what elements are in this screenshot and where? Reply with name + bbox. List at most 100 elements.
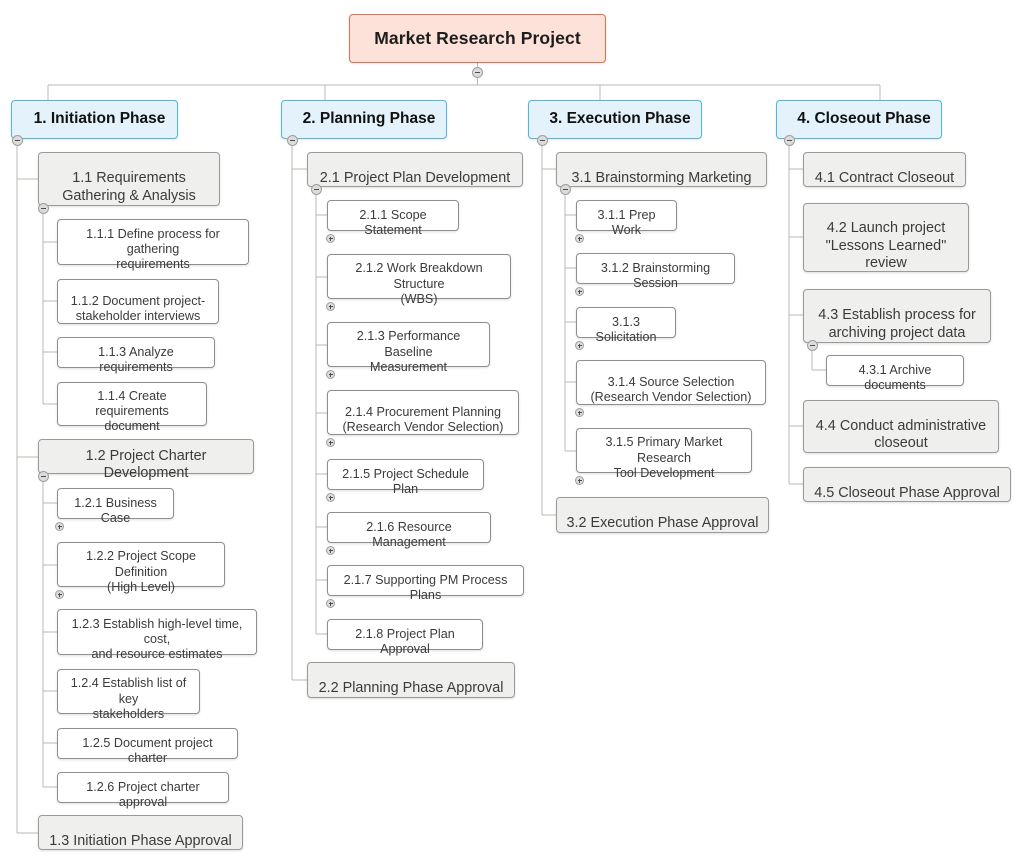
node-1-1-2[interactable]: 1.1.2 Document project- stakeholder inte…: [57, 279, 219, 324]
node-2-2-text: Planning Phase Approval: [342, 680, 504, 696]
node-root-label: Market Research Project: [374, 27, 581, 48]
node-phase-3-label: 3. Execution Phase: [549, 110, 691, 128]
node-1-2-6[interactable]: 1.2.6 Project charter approval: [57, 772, 229, 809]
node-1-1-text: Requirements Gathering & Analysis: [62, 170, 196, 204]
toggle-2-1-1[interactable]: [326, 234, 335, 243]
node-4-2[interactable]: 4.2 Launch project "Lessons Learned" rev…: [803, 203, 969, 272]
node-1-2-3-text: Establish high-level time, cost, and res…: [91, 616, 243, 662]
toggle-2-1-4[interactable]: [326, 438, 335, 447]
node-3-1-1-text: Prep Work: [611, 207, 656, 238]
node-1-1-1-num: 1.1.1: [86, 226, 115, 241]
node-3-1-5-text: Primary Market Research Tool Development: [613, 435, 723, 480]
node-4-3[interactable]: 4.3 Establish process for archiving proj…: [803, 289, 991, 343]
node-2-1-5-num: 2.1.5: [342, 466, 371, 481]
toggle-root[interactable]: [472, 67, 483, 78]
node-2-1-8[interactable]: 2.1.8 Project Plan Approval: [327, 619, 483, 656]
toggle-1-1[interactable]: [38, 203, 49, 214]
node-4-3-text: Establish process for archiving project …: [828, 307, 976, 341]
toggle-3-1-5[interactable]: [575, 476, 584, 485]
node-2-1-6-num: 2.1.6: [366, 519, 395, 534]
toggle-3-1-1[interactable]: [575, 234, 584, 243]
node-1-1-3-num: 1.1.3: [98, 344, 127, 359]
node-1-1-4-num: 1.1.4: [97, 388, 126, 403]
node-3-1-1[interactable]: 3.1.1 Prep Work: [576, 200, 677, 237]
node-3-1-3[interactable]: 3.1.3 Solicitation: [576, 307, 676, 344]
node-1-2-6-text: Project charter approval: [117, 779, 200, 810]
toggle-3-1-2[interactable]: [575, 287, 584, 296]
toggle-1-2[interactable]: [38, 471, 49, 482]
node-1-1-3[interactable]: 1.1.3 Analyze requirements: [57, 337, 215, 374]
node-1-2-4-num: 1.2.4: [70, 676, 99, 691]
toggle-1-2-1[interactable]: [55, 522, 64, 531]
toggle-3-1-3[interactable]: [575, 341, 584, 350]
node-1-2-1-num: 1.2.1: [74, 495, 103, 510]
toggle-3-1[interactable]: [560, 184, 571, 195]
node-3-2[interactable]: 3.2 Execution Phase Approval: [556, 497, 769, 533]
node-2-1-3-num: 2.1.3: [356, 329, 385, 344]
toggle-phase-2[interactable]: [287, 135, 298, 146]
node-phase-4[interactable]: 4. Closeout Phase: [776, 100, 942, 139]
node-1-2-5[interactable]: 1.2.5 Document project charter: [57, 728, 238, 765]
node-1-1-4-text: Create requirements document: [95, 388, 169, 434]
node-phase-3[interactable]: 3. Execution Phase: [528, 100, 702, 139]
toggle-2-1-2[interactable]: [326, 302, 335, 311]
node-1-1[interactable]: 1.1 Requirements Gathering & Analysis: [38, 152, 220, 206]
node-3-1-text: Brainstorming Marketing: [595, 169, 752, 186]
node-root[interactable]: Market Research Project: [349, 14, 606, 63]
node-1-2-4[interactable]: 1.2.4 Establish list of key stakeholders: [57, 669, 200, 721]
node-2-2[interactable]: 2.2 Planning Phase Approval: [307, 662, 515, 698]
toggle-phase-4[interactable]: [784, 135, 795, 146]
node-1-2[interactable]: 1.2 Project Charter Development: [38, 439, 254, 481]
node-1-3[interactable]: 1.3 Initiation Phase Approval: [38, 815, 243, 850]
node-2-1-5[interactable]: 2.1.5 Project Schedule Plan: [327, 459, 484, 496]
node-4-4-text: Conduct administrative closeout: [839, 417, 987, 452]
toggle-phase-3[interactable]: [537, 135, 548, 146]
node-2-1-1[interactable]: 2.1.1 Scope Statement: [327, 200, 459, 237]
node-1-2-1[interactable]: 1.2.1 Business Case: [57, 488, 174, 525]
node-2-1-4[interactable]: 2.1.4 Procurement Planning (Research Ven…: [327, 390, 519, 435]
node-phase-2-label: 2. Planning Phase: [302, 110, 436, 128]
node-2-1-num: 2.1: [319, 169, 340, 186]
node-1-1-4[interactable]: 1.1.4 Create requirements document: [57, 382, 207, 433]
node-3-1-4[interactable]: 3.1.4 Source Selection (Research Vendor …: [576, 360, 766, 405]
toggle-2-1-7[interactable]: [326, 599, 335, 608]
node-4-4-num: 4.4: [815, 417, 836, 434]
node-2-1[interactable]: 2.1 Project Plan Development: [307, 152, 523, 187]
node-3-2-text: Execution Phase Approval: [590, 515, 759, 531]
node-1-1-1[interactable]: 1.1.1 Define process for gathering requi…: [57, 219, 249, 271]
node-2-1-6-text: Resource Management: [372, 519, 452, 550]
node-2-1-6[interactable]: 2.1.6 Resource Management: [327, 512, 491, 549]
node-3-1-2-num: 3.1.2: [600, 260, 629, 275]
node-1-2-2[interactable]: 1.2.2 Project Scope Definition (High Lev…: [57, 542, 225, 594]
node-2-1-7[interactable]: 2.1.7 Supporting PM Process Plans: [327, 565, 524, 602]
toggle-1-2-2[interactable]: [55, 590, 64, 599]
toggle-4-3[interactable]: [807, 340, 818, 351]
node-2-1-7-num: 2.1.7: [343, 572, 372, 587]
node-2-1-4-text: Procurement Planning (Research Vendor Se…: [342, 404, 504, 435]
node-phase-2[interactable]: 2. Planning Phase: [281, 100, 447, 139]
node-1-2-3-num: 1.2.3: [71, 616, 100, 631]
toggle-2-1-3[interactable]: [326, 370, 335, 379]
toggle-phase-1[interactable]: [12, 135, 23, 146]
node-phase-4-label: 4. Closeout Phase: [797, 110, 931, 128]
node-phase-1[interactable]: 1. Initiation Phase: [11, 100, 178, 139]
node-2-1-8-num: 2.1.8: [355, 626, 384, 641]
toggle-2-1-6[interactable]: [326, 546, 335, 555]
node-4-1-num: 4.1: [814, 169, 835, 186]
node-2-1-3[interactable]: 2.1.3 Performance Baseline Measurement: [327, 322, 490, 374]
toggle-3-1-4[interactable]: [575, 408, 584, 417]
toggle-2-1[interactable]: [311, 184, 322, 195]
node-4-3-1[interactable]: 4.3.1 Archive documents: [826, 355, 964, 392]
node-3-1[interactable]: 3.1 Brainstorming Marketing: [556, 152, 767, 187]
node-4-4[interactable]: 4.4 Conduct administrative closeout: [803, 400, 999, 453]
node-4-1[interactable]: 4.1 Contract Closeout: [803, 152, 966, 187]
node-1-2-3[interactable]: 1.2.3 Establish high-level time, cost, a…: [57, 609, 257, 661]
node-3-1-5-num: 3.1.5: [605, 435, 634, 450]
toggle-2-1-5[interactable]: [326, 493, 335, 502]
node-4-3-num: 4.3: [818, 307, 839, 324]
node-3-1-2[interactable]: 3.1.2 Brainstorming Session: [576, 253, 735, 290]
node-2-1-2[interactable]: 2.1.2 Work Breakdown Structure (WBS): [327, 254, 511, 306]
node-4-5[interactable]: 4.5 Closeout Phase Approval: [803, 467, 1011, 502]
node-3-1-5[interactable]: 3.1.5 Primary Market Research Tool Devel…: [576, 428, 752, 480]
